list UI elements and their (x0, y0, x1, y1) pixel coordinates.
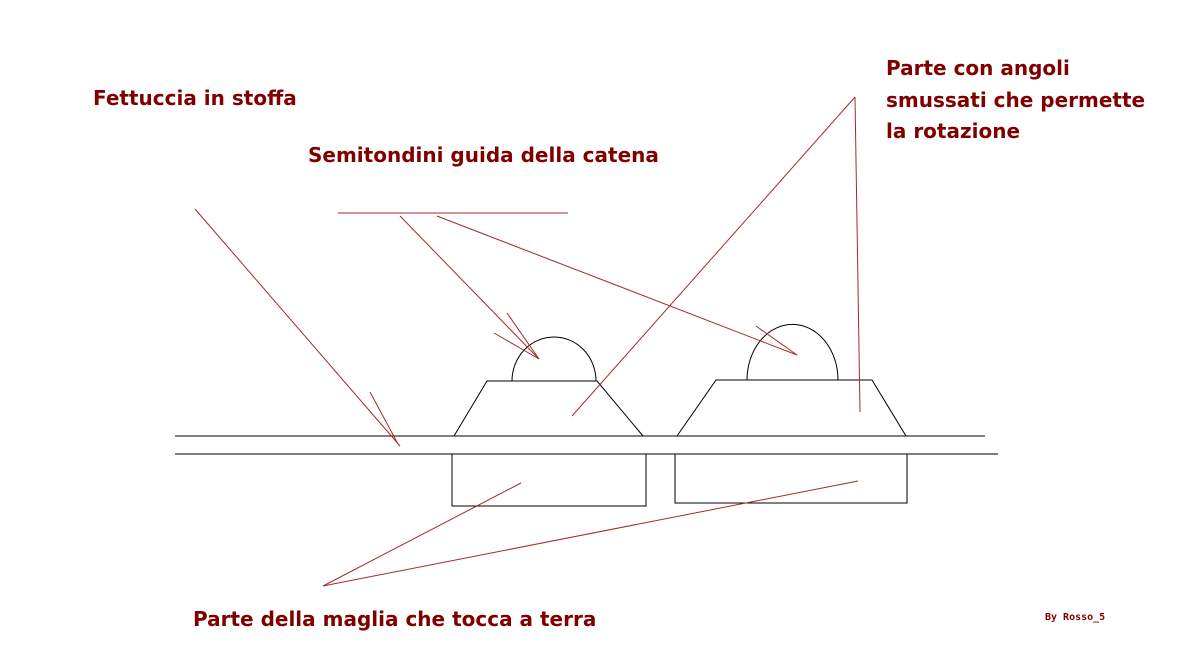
angoli-arrow-right (854, 96, 861, 413)
terra-arrow-right (322, 480, 859, 587)
angoli-arrow-left (571, 96, 856, 417)
beveled-top-left (453, 380, 644, 437)
beveled-top-right (676, 379, 907, 437)
semitondini-arrow-right (436, 215, 798, 356)
fettuccia-arrow-head (369, 391, 399, 445)
chain-link-left (451, 336, 647, 507)
semitondini-arrow-right-head (755, 325, 798, 356)
ground-block-right (674, 454, 908, 504)
ground-block-left (451, 454, 647, 507)
label-angoli-line3: la rotazione (886, 119, 1021, 143)
fettuccia-arrow-line (194, 208, 401, 447)
label-angoli-line2: smussati che permette (886, 88, 1146, 112)
annotation-lines (194, 96, 861, 587)
terra-arrow-left (322, 482, 522, 587)
semitondini-arrow-left (399, 215, 540, 360)
label-fettuccia: Fettuccia in stoffa (93, 86, 297, 110)
chain-link-right (674, 323, 908, 504)
fabric-strap (175, 435, 998, 455)
author-credit: By Rosso_5 (1045, 612, 1106, 623)
label-parte-terra: Parte della maglia che tocca a terra (193, 607, 597, 631)
half-round-guide-right (746, 323, 839, 381)
semitondini-arrow-left-head-b (493, 332, 540, 360)
semitondini-arrow-left-head-a (506, 312, 540, 360)
half-round-guide-left (511, 336, 597, 382)
label-semitondini: Semitondini guida della catena (308, 143, 659, 167)
label-angoli-line1: Parte con angoli (886, 56, 1070, 80)
